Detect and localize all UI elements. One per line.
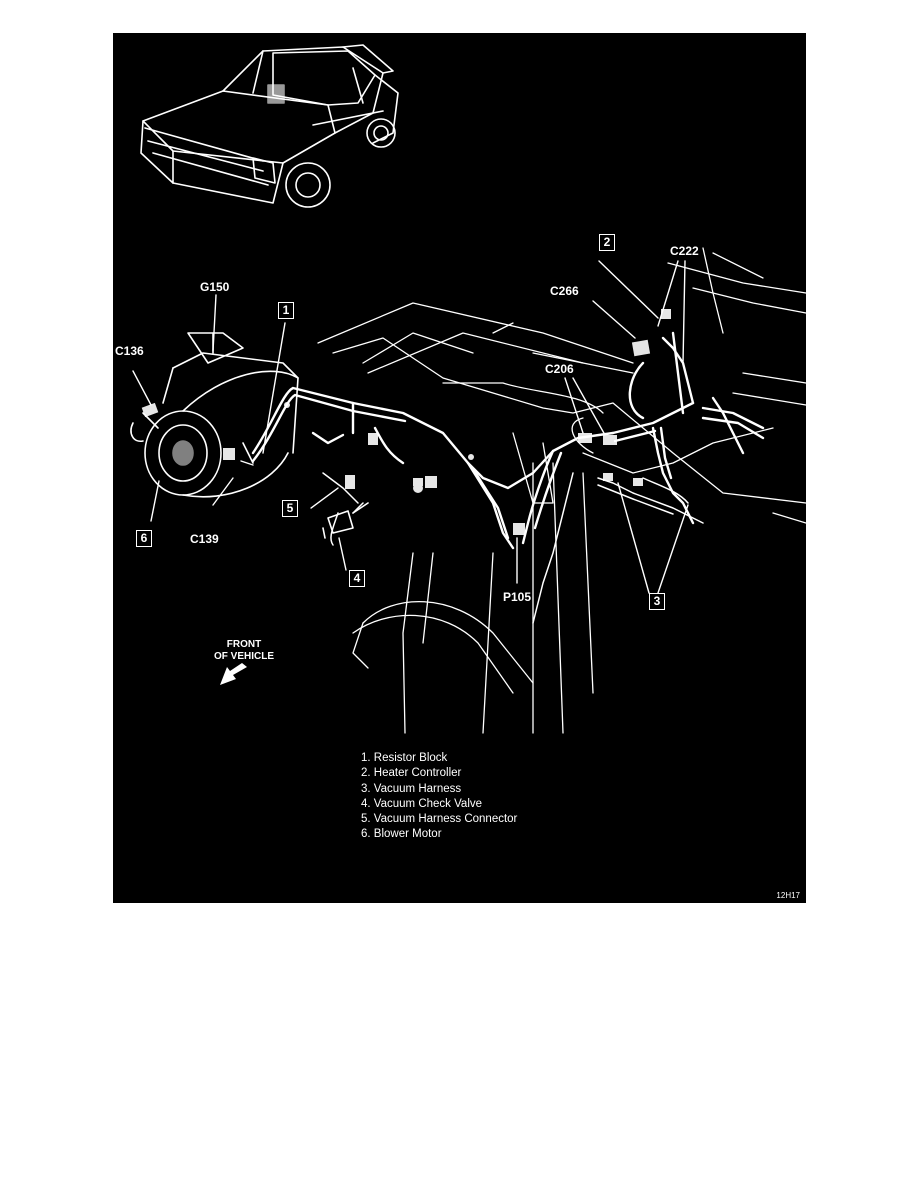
front-label-line-2: OF VEHICLE [213, 651, 274, 662]
label-c266: C266 [550, 284, 579, 298]
callout-6: 6 [136, 530, 152, 547]
callout-5: 5 [282, 500, 298, 517]
legend-item: 2. Heater Controller [361, 767, 462, 780]
label-c222: C222 [670, 244, 699, 258]
legend: 1. Resistor Block 2. Heater Controller 3… [361, 751, 517, 843]
label-p105: P105 [503, 590, 532, 604]
wiring-illustration [130, 44, 806, 734]
callout-1: 1 [278, 302, 294, 319]
callout-3: 3 [649, 593, 665, 610]
diagram-panel: G150 C136 C139 C266 C222 C206 P105 1 2 3… [113, 33, 806, 903]
figure-id: 12H17 [776, 891, 800, 900]
front-arrow-icon [220, 663, 247, 685]
legend-item: 4. Vacuum Check Valve [361, 797, 483, 810]
connectors [141, 309, 671, 535]
dash-structure [317, 247, 806, 734]
legend-item: 6. Blower Motor [361, 828, 442, 841]
vacuum-check-valve [322, 502, 369, 539]
front-of-vehicle-label: FRONT OF VEHICLE [199, 639, 289, 663]
legend-item: 5. Vacuum Harness Connector [361, 813, 518, 826]
blower-motor [130, 332, 299, 498]
label-c206: C206 [545, 362, 574, 376]
label-c136: C136 [115, 344, 144, 358]
legend-item: 3. Vacuum Harness [361, 782, 462, 795]
front-label-line-1: FRONT [226, 639, 262, 650]
label-g150: G150 [200, 280, 230, 294]
legend-item: 1. Resistor Block [361, 752, 448, 764]
wiring-harness [251, 331, 765, 550]
callout-2: 2 [599, 234, 615, 251]
vacuum-tubes [322, 472, 704, 624]
vehicle-thumbnail [140, 44, 399, 208]
label-c139: C139 [190, 532, 219, 546]
leader-lines [132, 260, 689, 594]
callout-4: 4 [349, 570, 365, 587]
